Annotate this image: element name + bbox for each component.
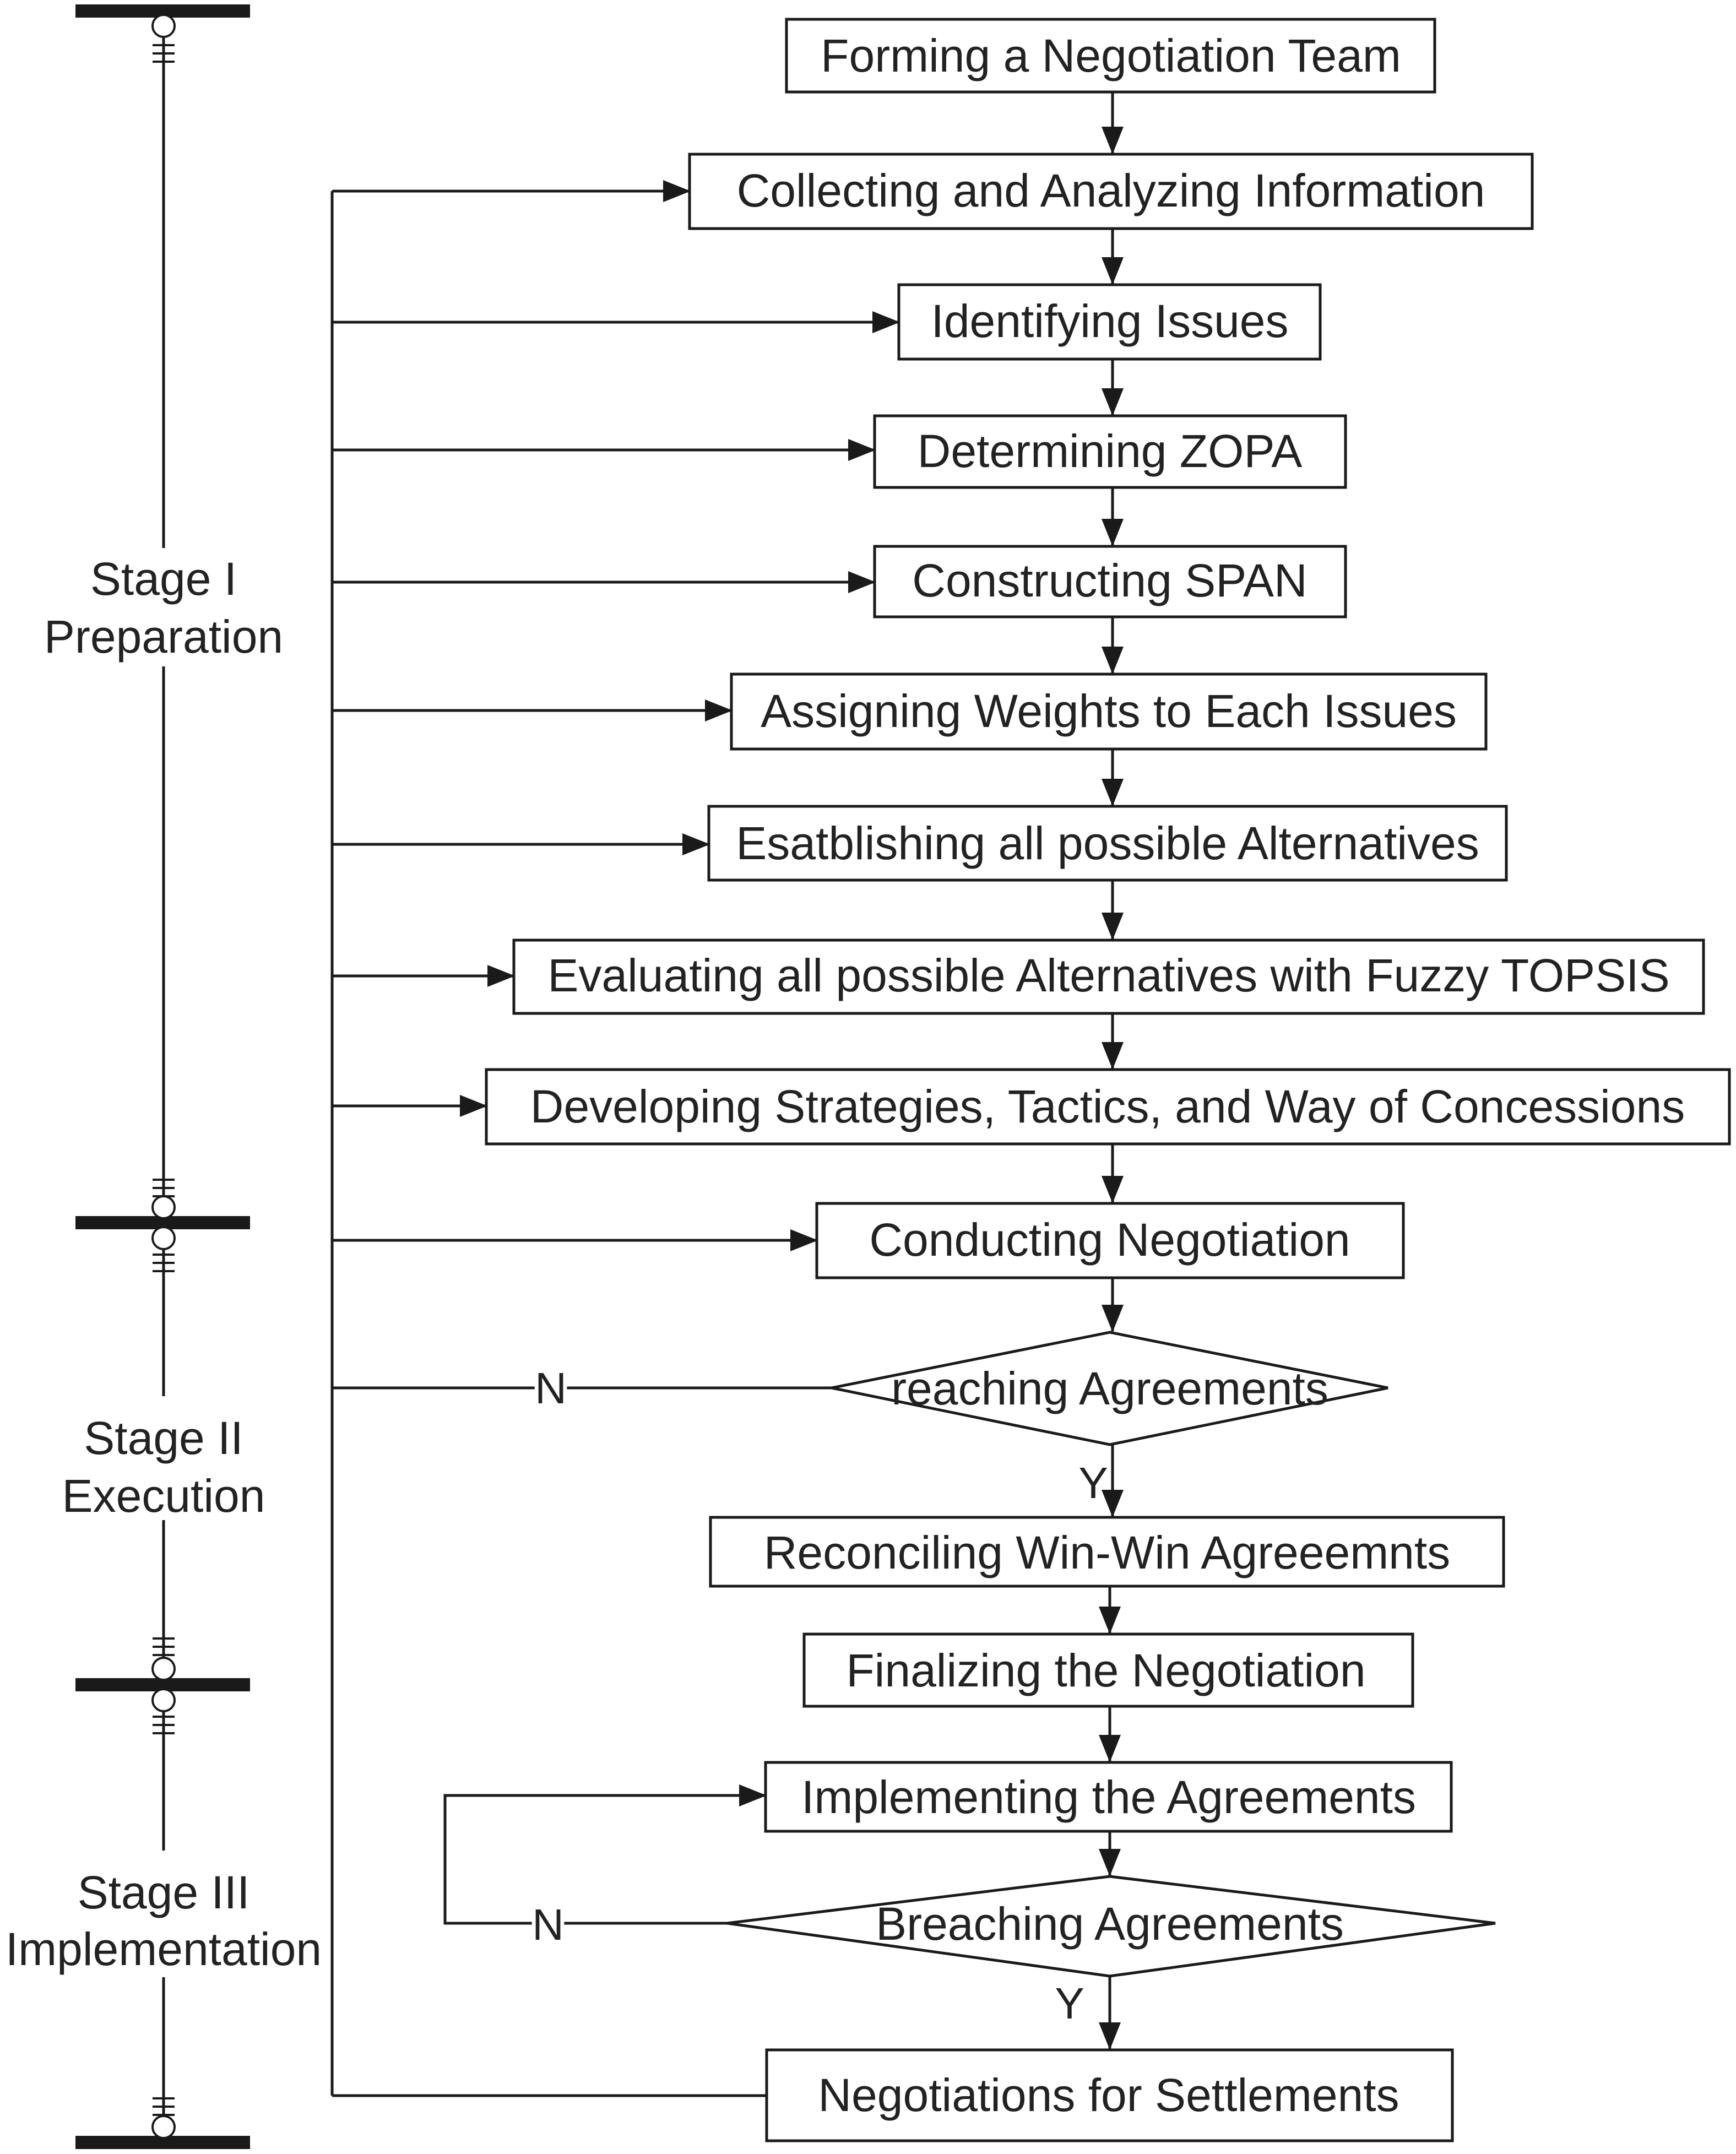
process-step-label: Implementing the Agreements — [801, 1771, 1416, 1823]
breach-loop-line — [443, 1784, 767, 1925]
decision-breaching-agreements: Breaching Agreements — [726, 1875, 1496, 1978]
timeline-connector-2 — [151, 1179, 176, 1272]
decision-reaching-agreements: reaching Agreements — [831, 1331, 1388, 1446]
feedback-bus — [330, 180, 900, 2097]
process-step-label: Conducting Negotiation — [869, 1214, 1350, 1266]
process-step-label: Esatblishing all possible Alternatives — [736, 817, 1479, 869]
stage2-name: Execution — [62, 1470, 265, 1522]
process-step-label: Identifying Issues — [931, 295, 1288, 347]
process-step-settlements: Negotiations for Settlements — [765, 2048, 1454, 2142]
stage-timeline: Stage I Preparation Stage II Execution S… — [6, 4, 322, 2149]
process-step-conducting-negotiation: Conducting Negotiation — [815, 1202, 1405, 1279]
process-step-label: Developing Strategies, Tactics, and Way … — [530, 1081, 1685, 1132]
decision-label: Breaching Agreements — [876, 1898, 1344, 1950]
process-step-label: Collecting and Analyzing Information — [737, 165, 1485, 216]
process-step-assigning-weights: Assigning Weights to Each Issues — [730, 672, 1488, 751]
process-step-label: Determining ZOPA — [918, 425, 1303, 477]
reaching-yes-label: Y — [1078, 1458, 1108, 1507]
process-step-identifying-issues: Identifying Issues — [897, 283, 1322, 361]
process-step-label: Constructing SPAN — [912, 555, 1307, 606]
process-step-constructing-span: Constructing SPAN — [873, 545, 1347, 618]
process-step-establishing-alternatives: Esatblishing all possible Alternatives — [707, 805, 1508, 882]
process-step-evaluating-alternatives: Evaluating all possible Alternatives wit… — [512, 938, 1705, 1015]
process-step-label: Negotiations for Settlements — [818, 2069, 1399, 2121]
process-step-label: Assigning Weights to Each Issues — [761, 685, 1457, 737]
process-step-label: Forming a Negotiation Team — [821, 30, 1401, 82]
process-step-label: Finalizing the Negotiation — [846, 1645, 1365, 1696]
process-step-collecting-info: Collecting and Analyzing Information — [688, 153, 1534, 230]
stage3-title: Stage III — [78, 1867, 250, 1918]
timeline-connector-1 — [151, 14, 176, 63]
breach-loop — [443, 1784, 767, 1925]
breaching-yes-label: Y — [1055, 1979, 1084, 2028]
process-step-reconciling: Reconciling Win-Win Agreeemnts — [709, 1516, 1505, 1588]
stage3-name: Implementation — [6, 1923, 322, 1975]
process-step-label: Evaluating all possible Alternatives wit… — [547, 950, 1669, 1001]
process-step-finalizing: Finalizing the Negotiation — [802, 1632, 1414, 1708]
process-step-label: Reconciling Win-Win Agreeemnts — [764, 1527, 1450, 1578]
main-flow-arrows — [1099, 92, 1124, 2050]
reaching-no-label: N — [535, 1364, 567, 1413]
decision-label: reaching Agreements — [891, 1363, 1328, 1414]
stage1-title: Stage I — [90, 553, 237, 605]
process-step-developing-strategies: Developing Strategies, Tactics, and Way … — [485, 1068, 1731, 1146]
stage2-title: Stage II — [84, 1412, 243, 1464]
timeline-connector-3 — [151, 1637, 176, 1734]
process-step-forming-team: Forming a Negotiation Team — [785, 18, 1436, 94]
process-step-implementing: Implementing the Agreements — [764, 1761, 1453, 1833]
timeline-connector-4 — [151, 2097, 176, 2139]
process-step-determining-zopa: Determining ZOPA — [873, 414, 1347, 489]
breaching-no-label: N — [532, 1900, 564, 1949]
stage1-name: Preparation — [44, 611, 283, 663]
